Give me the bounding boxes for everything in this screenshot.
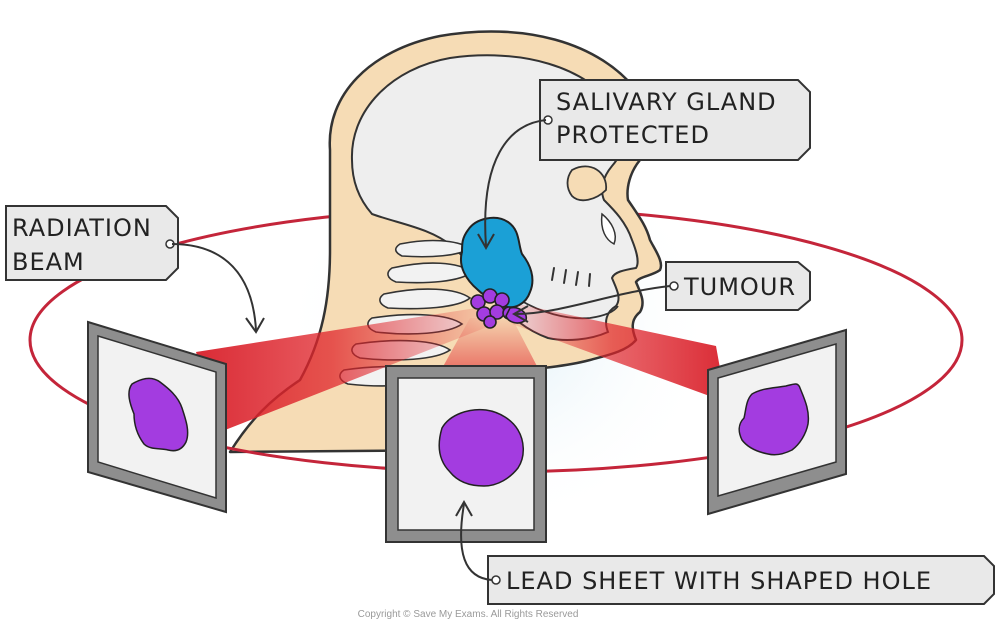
lead-sheet-center — [386, 366, 546, 542]
arrow-radiation-beam — [172, 244, 256, 330]
copyright-notice: Copyright © Save My Exams. All Rights Re… — [358, 609, 579, 620]
lead-sheet-left — [88, 322, 226, 512]
lead-sheet-right — [708, 330, 846, 514]
shaped-hole-center — [439, 410, 523, 486]
label-tumour: TUMOUR — [683, 273, 796, 301]
label-radiation-beam-line1: RADIATION — [12, 214, 152, 242]
label-radiation-beam-line2: BEAM — [12, 248, 85, 276]
label-salivary-gland-line2: PROTECTED — [556, 121, 710, 149]
callout-radiation-beam: RADIATION BEAM — [6, 206, 264, 332]
label-salivary-gland-line1: SALIVARY GLAND — [556, 88, 777, 116]
eye-socket — [568, 166, 607, 200]
label-lead-sheet: LEAD SHEET WITH SHAPED HOLE — [506, 567, 932, 595]
